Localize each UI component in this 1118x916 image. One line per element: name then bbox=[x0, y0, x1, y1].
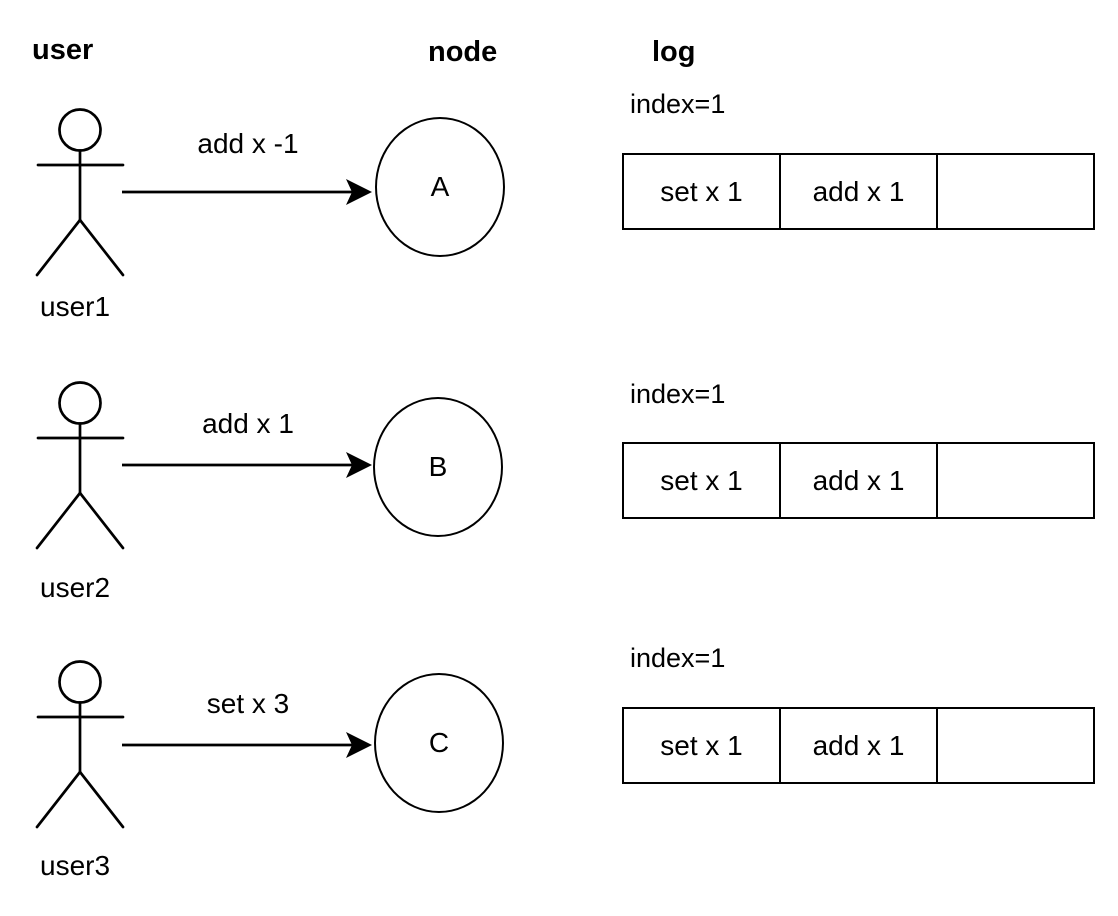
actor-icon bbox=[35, 381, 125, 550]
user-label: user2 bbox=[40, 572, 111, 603]
log-index-label: index=1 bbox=[630, 379, 726, 409]
log-cell: set x 1 bbox=[624, 444, 781, 517]
user-label: user3 bbox=[40, 850, 111, 881]
log-cell-empty bbox=[938, 444, 1093, 517]
node-circle: B bbox=[373, 397, 503, 537]
node-circle: A bbox=[375, 117, 505, 257]
node-label: C bbox=[428, 727, 450, 758]
arrow-right-icon bbox=[122, 179, 372, 205]
node-label: B bbox=[428, 451, 448, 482]
message-label: set x 3 bbox=[206, 688, 290, 719]
log-index-label: index=1 bbox=[630, 89, 726, 119]
log-table: set x 1 add x 1 bbox=[622, 442, 1095, 519]
log-cell: set x 1 bbox=[624, 709, 781, 782]
log-cell: set x 1 bbox=[624, 155, 781, 228]
node-label: A bbox=[430, 171, 450, 202]
column-header-log: log bbox=[652, 36, 696, 68]
log-index-label: index=1 bbox=[630, 643, 726, 673]
log-cell-empty bbox=[938, 709, 1093, 782]
message-label: add x -1 bbox=[197, 128, 299, 159]
node-circle: C bbox=[374, 673, 504, 813]
message-label: add x 1 bbox=[202, 408, 294, 439]
column-header-node: node bbox=[428, 36, 498, 68]
log-cell: add x 1 bbox=[781, 709, 938, 782]
arrow-right-icon bbox=[122, 452, 372, 478]
log-table: set x 1 add x 1 bbox=[622, 707, 1095, 784]
arrow-right-icon bbox=[122, 732, 372, 758]
log-table: set x 1 add x 1 bbox=[622, 153, 1095, 230]
log-cell-empty bbox=[938, 155, 1093, 228]
log-cell: add x 1 bbox=[781, 444, 938, 517]
user-label: user1 bbox=[40, 291, 111, 322]
log-cell: add x 1 bbox=[781, 155, 938, 228]
actor-icon bbox=[35, 108, 125, 277]
column-header-user: user bbox=[32, 34, 94, 66]
actor-icon bbox=[35, 660, 125, 829]
